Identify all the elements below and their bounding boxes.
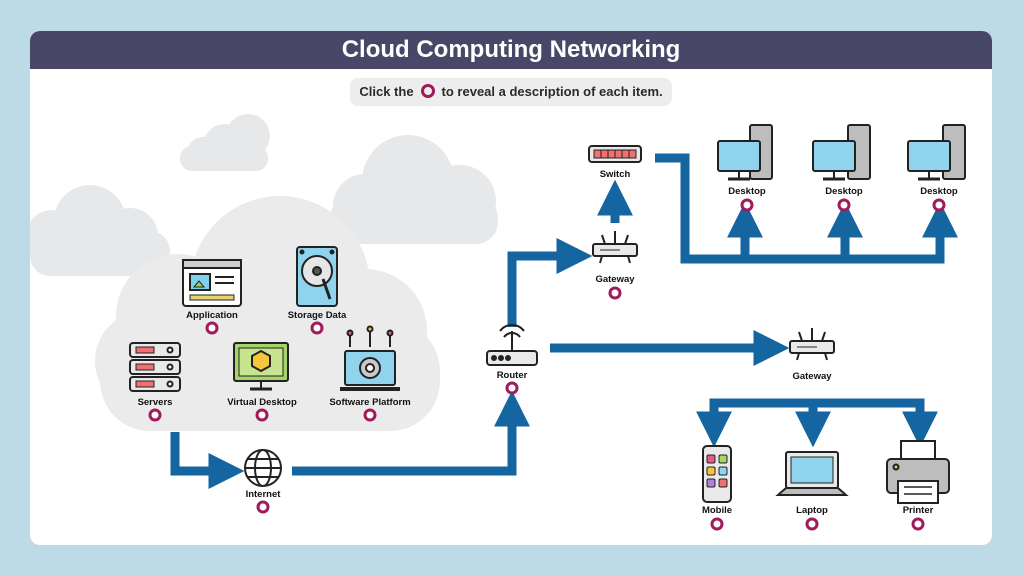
desktop-2-icon (812, 124, 871, 181)
desktop-1-icon (717, 124, 773, 181)
laptop-label: Laptop (796, 505, 828, 516)
desktop-3-icon (907, 124, 966, 181)
arrow-router-gateway-top (507, 238, 593, 327)
virtual-desktop-icon (233, 342, 289, 391)
hotspot-printer[interactable] (911, 517, 925, 531)
hotspot-storage-data[interactable] (310, 321, 324, 335)
network-diagram (30, 114, 966, 504)
gateway-bottom-label: Gateway (792, 371, 832, 382)
hotspot-desktop-2[interactable] (837, 198, 851, 212)
mobile-icon (702, 445, 732, 503)
background-cloud-right (330, 135, 498, 244)
gateway-top-icon (592, 231, 638, 264)
hotspot-desktop-1[interactable] (740, 198, 754, 212)
hotspot-laptop[interactable] (805, 517, 819, 531)
servers-icon (129, 342, 181, 392)
virtual-desktop-label: Virtual Desktop (227, 397, 297, 408)
diagram-card: Cloud Computing Networking Click the to r… (30, 31, 992, 545)
hotspot-software-platform[interactable] (363, 408, 377, 422)
storage-data-label: Storage Data (287, 310, 347, 321)
hotspot-desktop-3[interactable] (932, 198, 946, 212)
instruction-text-after: to reveal a description of each item. (441, 84, 663, 99)
mobile-label: Mobile (701, 505, 733, 516)
application-icon (182, 259, 242, 307)
arrow-internet-router (292, 390, 530, 476)
desktop-2-label: Desktop (825, 186, 863, 197)
instruction-banner: Click the to reveal a description of each… (350, 78, 672, 106)
hotspot-gateway-top[interactable] (608, 286, 622, 300)
desktop-3-label: Desktop (920, 186, 958, 197)
hotspot-virtual-desktop[interactable] (255, 408, 269, 422)
hotspot-legend-icon (420, 84, 435, 98)
arrow-servers-internet (170, 432, 245, 489)
background-cloud-small (180, 114, 270, 171)
software-platform-icon (340, 325, 400, 391)
desktop-1-label: Desktop (728, 186, 766, 197)
hotspot-application[interactable] (205, 321, 219, 335)
software-platform-label: Software Platform (329, 397, 411, 408)
hotspot-router[interactable] (505, 381, 519, 395)
storage-data-icon (296, 246, 338, 307)
hotspot-mobile[interactable] (710, 517, 724, 531)
arrow-switch-desktop-3 (655, 153, 958, 264)
router-icon (486, 324, 538, 366)
internet-label: Internet (245, 489, 281, 500)
instruction-text-before: Click the (359, 84, 414, 99)
laptop-icon (775, 451, 849, 496)
printer-icon (886, 440, 950, 504)
router-label: Router (496, 370, 528, 381)
background-cloud-left (30, 185, 170, 276)
globe-icon (244, 449, 282, 487)
hotspot-internet[interactable] (256, 500, 270, 514)
printer-label: Printer (902, 505, 934, 516)
servers-label: Servers (137, 397, 173, 408)
page-title: Cloud Computing Networking (30, 31, 992, 69)
hotspot-servers[interactable] (148, 408, 162, 422)
gateway-top-label: Gateway (595, 274, 635, 285)
switch-icon (588, 145, 642, 163)
connection-arrows (170, 153, 958, 489)
switch-label: Switch (599, 169, 631, 180)
application-label: Application (186, 310, 238, 321)
gateway-bottom-icon (789, 328, 835, 361)
